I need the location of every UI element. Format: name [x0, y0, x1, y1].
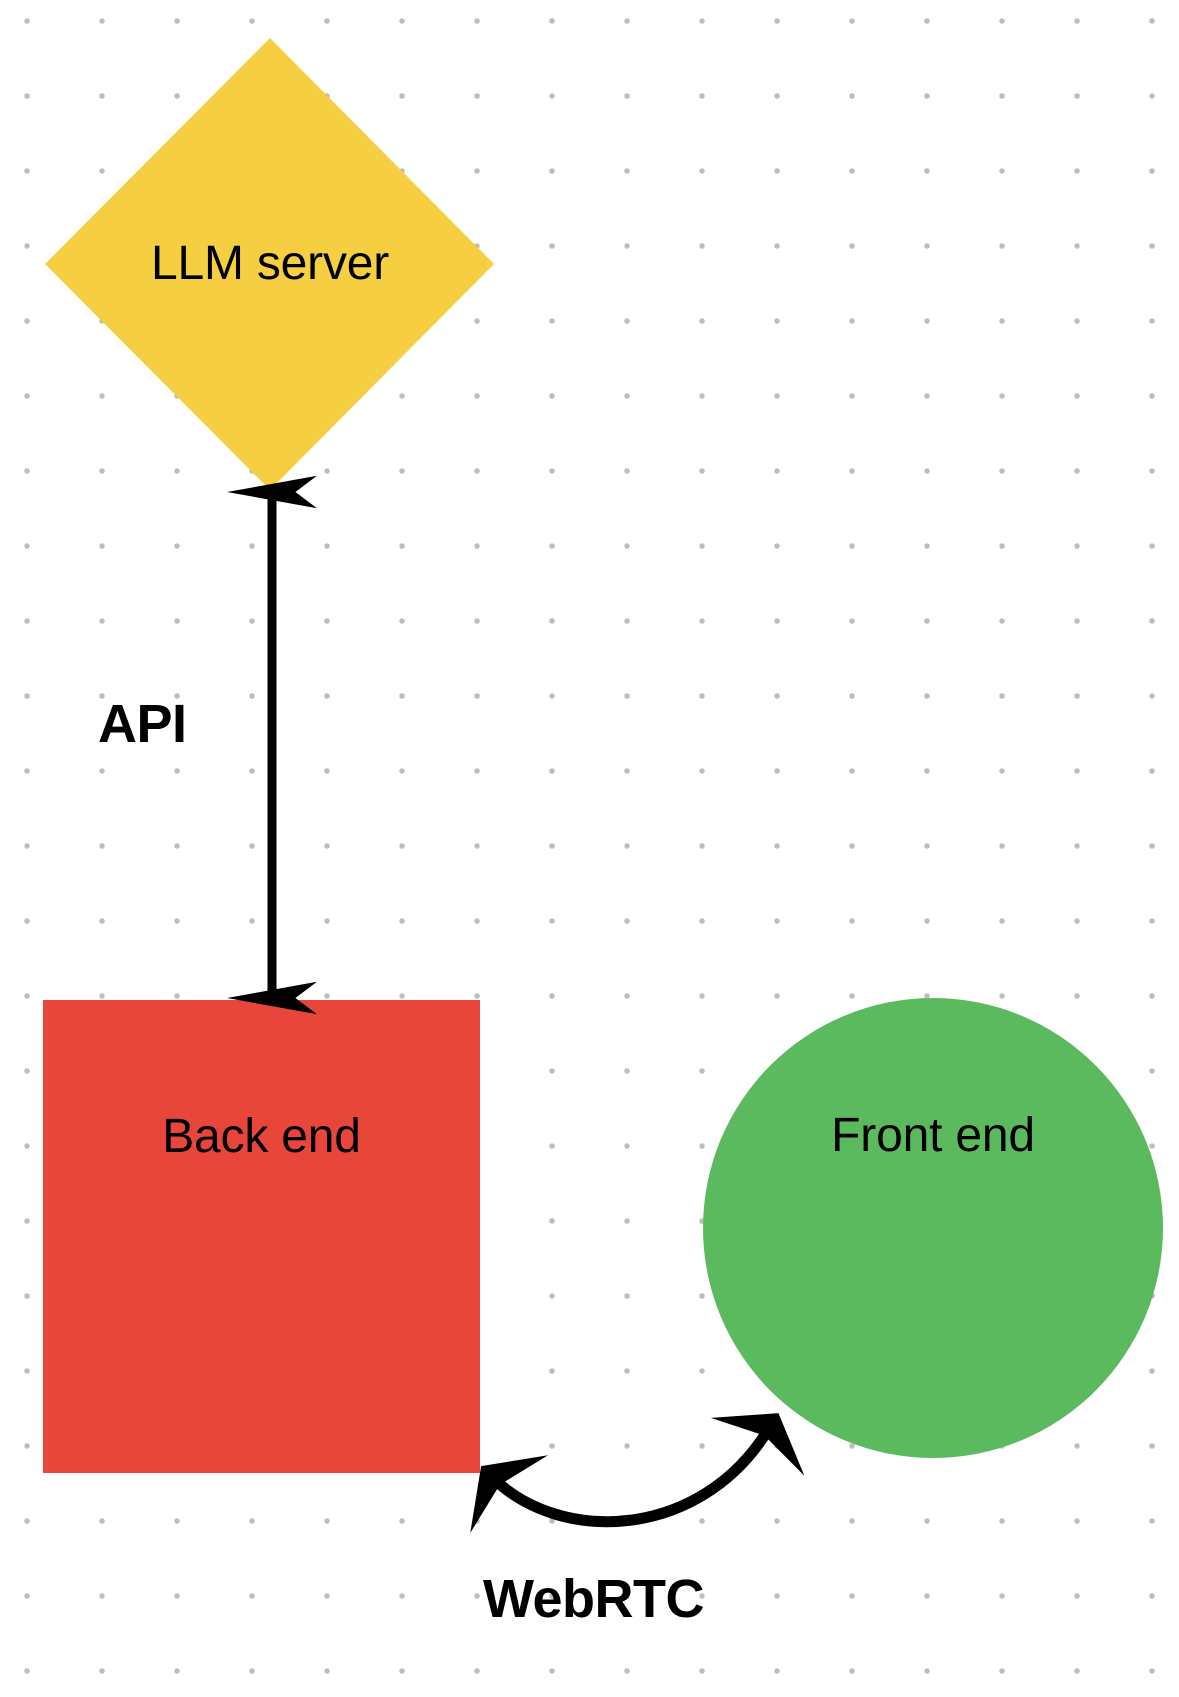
node-llm-server-shape[interactable]	[45, 38, 494, 490]
node-back-end-shape[interactable]	[43, 1000, 480, 1473]
edge-webrtc-curve[interactable]	[470, 1413, 805, 1534]
node-back-end-label: Back end	[162, 1110, 361, 1163]
node-front-end-shape[interactable]	[703, 998, 1163, 1458]
edge-webrtc-label: WebRTC	[483, 1569, 705, 1629]
node-front-end-label: Front end	[831, 1109, 1035, 1162]
node-llm-server-label: LLM server	[150, 237, 390, 290]
edge-api-label: API	[98, 694, 187, 754]
